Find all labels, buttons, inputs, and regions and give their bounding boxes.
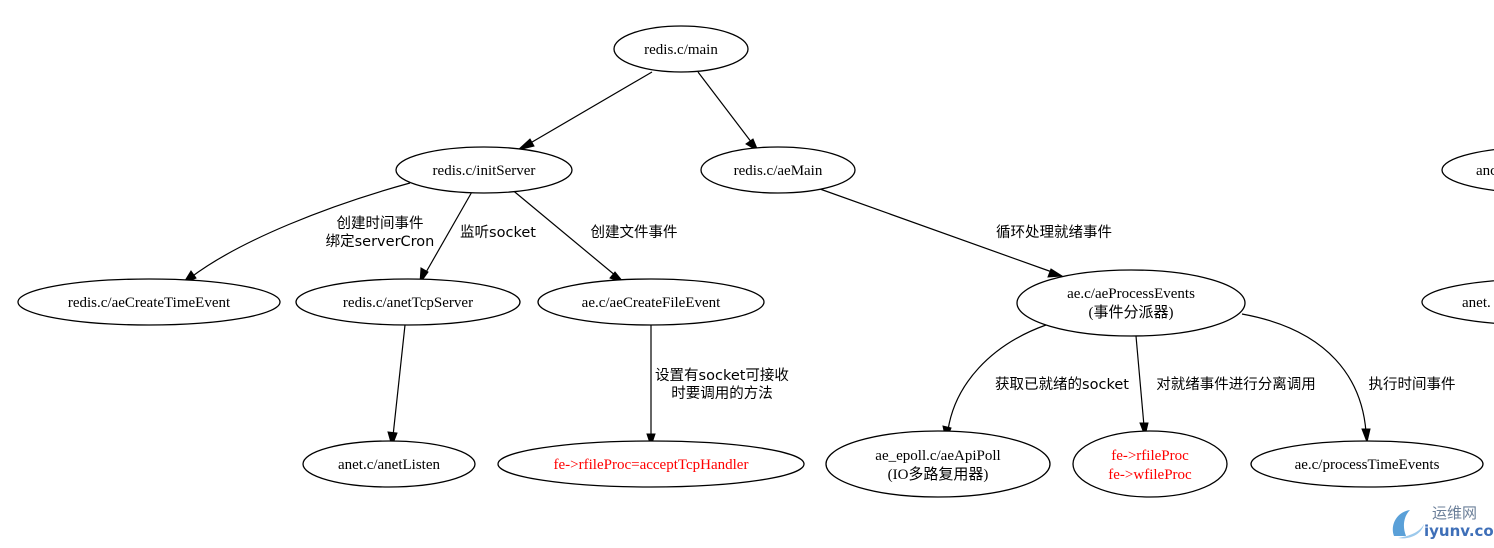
node-cutoff-top: anc bbox=[1441, 149, 1494, 191]
edge-label-listen-socket: 监听socket bbox=[460, 224, 536, 241]
edge-aemain-to-aeprocessevents bbox=[819, 188, 1064, 278]
node-ae-aecreatefileevent: ae.c/aeCreateFileEvent bbox=[537, 278, 765, 326]
svg-text:监听socket: 监听socket bbox=[460, 224, 536, 241]
svg-text:redis.c/main: redis.c/main bbox=[644, 42, 718, 58]
edge-aecreatefileevent-to-handler bbox=[646, 324, 656, 448]
svg-text:redis.c/initServer: redis.c/initServer bbox=[433, 163, 536, 179]
node-anet-anetlisten: anet.c/anetListen bbox=[302, 440, 476, 488]
node-accepttcphandler: fe->rfileProc=acceptTcpHandler bbox=[497, 440, 805, 488]
svg-text:时要调用的方法: 时要调用的方法 bbox=[671, 385, 773, 402]
svg-text:执行时间事件: 执行时间事件 bbox=[1369, 376, 1456, 393]
svg-text:ae.c/aeCreateFileEvent: ae.c/aeCreateFileEvent bbox=[582, 295, 722, 311]
watermark-logo: 运维网 iyunv.com bbox=[1388, 500, 1494, 544]
node-ae-processtimeevents: ae.c/processTimeEvents bbox=[1250, 440, 1484, 488]
edge-anettcpserver-to-anetlisten bbox=[387, 324, 406, 448]
svg-text:(IO多路复用器): (IO多路复用器) bbox=[888, 465, 989, 483]
cloud-logo-icon bbox=[1392, 510, 1424, 539]
svg-text:ae.c/aeProcessEvents: ae.c/aeProcessEvents bbox=[1067, 286, 1195, 302]
svg-text:设置有socket可接收: 设置有socket可接收 bbox=[655, 367, 789, 384]
node-redis-aecreatetimeevent: redis.c/aeCreateTimeEvent bbox=[17, 278, 281, 326]
node-redis-main: redis.c/main bbox=[613, 25, 749, 73]
edge-label-get-ready-socket: 获取已就绪的socket bbox=[995, 376, 1129, 393]
svg-text:创建文件事件: 创建文件事件 bbox=[591, 224, 678, 241]
svg-text:获取已就绪的socket: 获取已就绪的socket bbox=[995, 376, 1129, 393]
node-redis-aemain: redis.c/aeMain bbox=[700, 146, 856, 194]
node-cutoff-bottom: anet. bbox=[1421, 280, 1494, 324]
svg-text:ae_epoll.c/aeApiPoll: ae_epoll.c/aeApiPoll bbox=[875, 448, 1000, 464]
edge-main-to-aemain bbox=[697, 71, 760, 153]
svg-text:redis.c/anetTcpServer: redis.c/anetTcpServer bbox=[343, 295, 473, 311]
svg-text:(事件分派器): (事件分派器) bbox=[1089, 304, 1174, 321]
watermark-bottom-text: iyunv.com bbox=[1424, 522, 1494, 540]
svg-text:创建时间事件: 创建时间事件 bbox=[337, 215, 424, 232]
svg-text:对就绪事件进行分离调用: 对就绪事件进行分离调用 bbox=[1156, 376, 1316, 393]
edge-label-handler-note: 设置有socket可接收 时要调用的方法 bbox=[655, 367, 789, 402]
node-redis-initserver: redis.c/initServer bbox=[395, 146, 573, 194]
edge-label-dispatch: 对就绪事件进行分离调用 bbox=[1156, 376, 1316, 393]
node-fileproc: fe->rfileProc fe->wfileProc bbox=[1072, 430, 1228, 498]
edge-label-timeevent: 创建时间事件 绑定serverCron bbox=[326, 215, 435, 250]
svg-text:anet.c/anetListen: anet.c/anetListen bbox=[338, 457, 441, 473]
edge-label-loop-events: 循环处理就绪事件 bbox=[996, 224, 1112, 241]
edge-label-run-time-events: 执行时间事件 bbox=[1369, 376, 1456, 393]
svg-text:redis.c/aeCreateTimeEvent: redis.c/aeCreateTimeEvent bbox=[68, 295, 231, 311]
svg-text:循环处理就绪事件: 循环处理就绪事件 bbox=[996, 224, 1112, 241]
node-redis-anettcpserver: redis.c/anetTcpServer bbox=[295, 278, 521, 326]
edge-label-fileevent: 创建文件事件 bbox=[591, 224, 678, 241]
node-ae-epoll-aeapipoll: ae_epoll.c/aeApiPoll (IO多路复用器) bbox=[825, 430, 1051, 498]
svg-text:fe->rfileProc=acceptTcpHandler: fe->rfileProc=acceptTcpHandler bbox=[554, 457, 749, 473]
svg-text:绑定serverCron: 绑定serverCron bbox=[326, 233, 435, 250]
watermark-top-text: 运维网 bbox=[1432, 504, 1478, 522]
edge-aeprocessevents-to-processtimeevents bbox=[1241, 313, 1371, 444]
svg-text:redis.c/aeMain: redis.c/aeMain bbox=[734, 163, 823, 179]
svg-text:anc: anc bbox=[1476, 163, 1494, 179]
node-ae-aeprocessevents: ae.c/aeProcessEvents (事件分派器) bbox=[1016, 269, 1246, 337]
edge-main-to-initserver bbox=[517, 71, 653, 151]
svg-text:fe->rfileProc: fe->rfileProc bbox=[1111, 448, 1189, 464]
svg-text:anet.: anet. bbox=[1462, 295, 1491, 311]
svg-text:ae.c/processTimeEvents: ae.c/processTimeEvents bbox=[1295, 457, 1440, 473]
edge-aeprocessevents-to-fileproc bbox=[1135, 335, 1149, 438]
svg-text:fe->wfileProc: fe->wfileProc bbox=[1108, 467, 1192, 483]
